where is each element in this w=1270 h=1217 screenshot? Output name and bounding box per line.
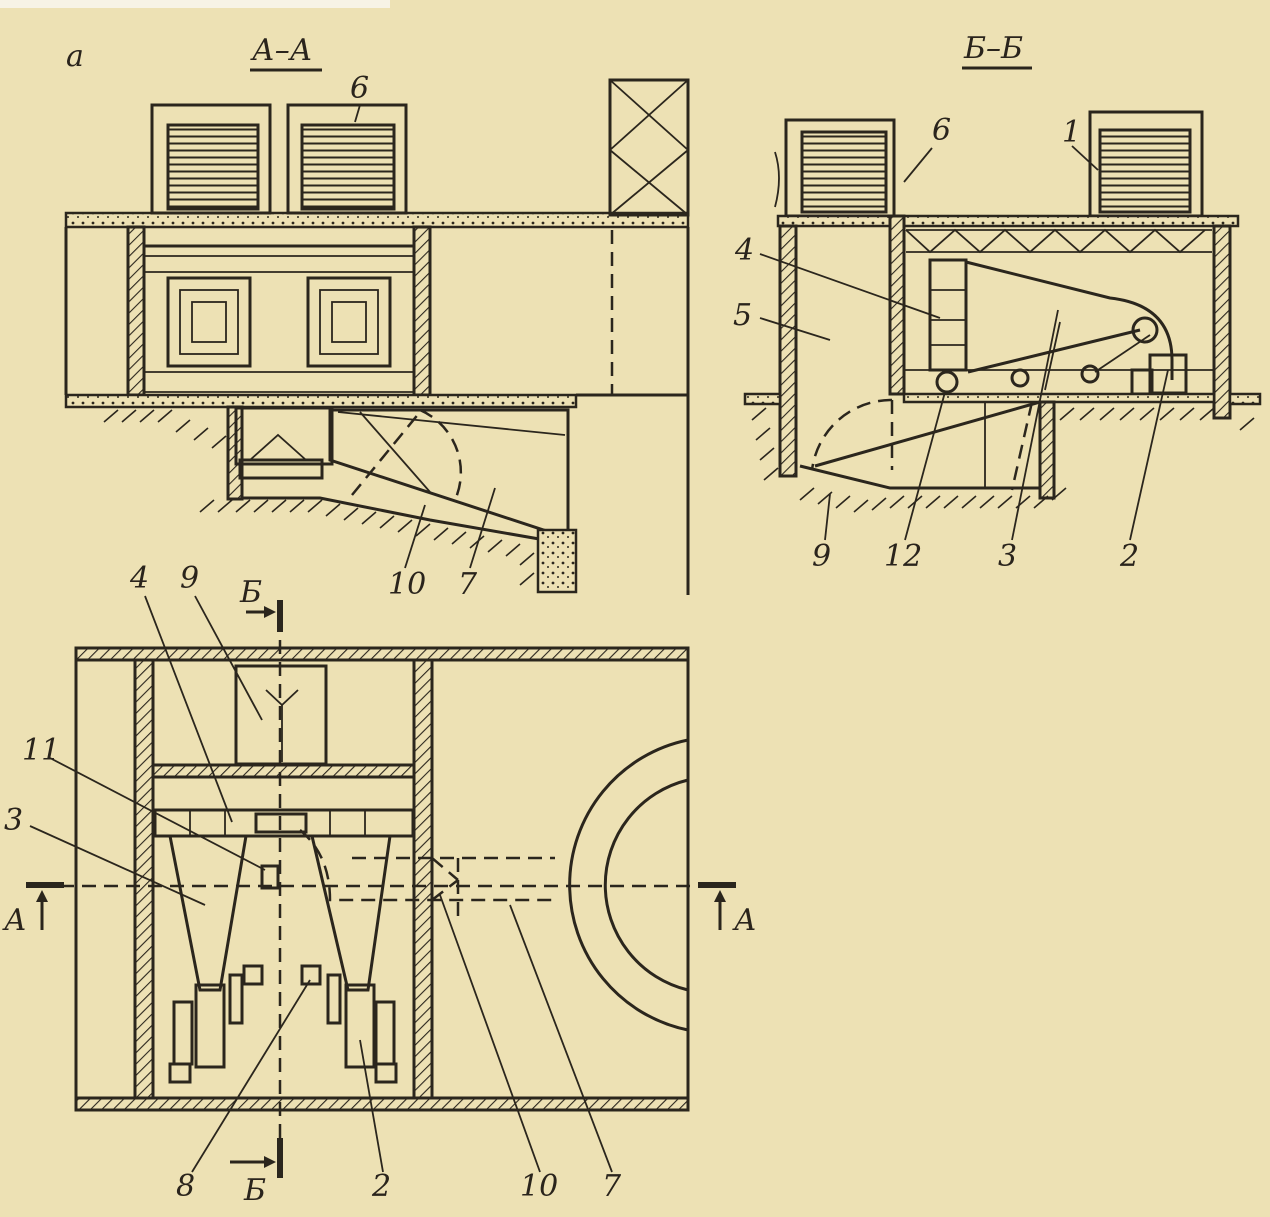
label-plan-10: 10 [520, 1169, 558, 1204]
bb-wall-right [1212, 224, 1232, 420]
label-aa-10: 10 [388, 567, 426, 602]
label-bb-5: 5 [733, 298, 752, 333]
plan-wall-bottom [74, 1096, 690, 1112]
label-bb-4: 4 [734, 233, 754, 268]
plan-partition [151, 763, 416, 779]
bb-floor [902, 392, 1216, 404]
foundation-block [536, 528, 578, 594]
label-plan-11: 11 [22, 733, 60, 768]
cut-mark-a-right: А [732, 903, 757, 938]
label-aa-6: 6 [350, 71, 369, 106]
chamber-wall-right [412, 225, 432, 397]
bb-duct-curve [810, 398, 893, 471]
soil-hatching-aa [103, 409, 535, 586]
plan-wall-top [74, 646, 690, 662]
pulley-12 [935, 370, 959, 394]
label-plan-8: 8 [176, 1169, 195, 1204]
unit-casing-right [286, 103, 408, 215]
label-plan-9: 9 [180, 561, 199, 596]
lattice-tower [608, 78, 690, 395]
fan-cone-3-left [168, 834, 248, 992]
label-bb-12: 12 [884, 539, 922, 574]
bb-pit-floor [799, 464, 1040, 490]
label-plan-3: 3 [4, 803, 23, 838]
cut-mark-b-top: Б [239, 575, 262, 610]
label-plan-7: 7 [602, 1169, 622, 1204]
label-bb-1: 1 [1062, 115, 1081, 150]
floor-slab [64, 393, 578, 409]
label-plan-2: 2 [371, 1169, 391, 1204]
fan-cone-3-right [310, 834, 392, 992]
soil-hatching-bb [751, 407, 1255, 513]
chamber-wall-left [126, 225, 146, 397]
motor-right [344, 983, 376, 1069]
section-aa-title: А–А [250, 33, 312, 68]
section-bb: Б–Б [733, 31, 1262, 574]
fan-unit-left [166, 276, 252, 368]
fan-wheel [1131, 316, 1159, 344]
label-bb-3: 3 [998, 539, 1017, 574]
unit-casing-left [150, 103, 272, 215]
cut-mark-a-left: А [2, 903, 27, 938]
label-bb-6: 6 [932, 113, 951, 148]
section-bb-title: Б–Б [963, 31, 1023, 66]
pit-chamber [234, 406, 334, 466]
air-handling-unit-6 [150, 103, 408, 215]
louver-left [166, 123, 260, 211]
round-chamber-inner [603, 778, 689, 992]
bb-roof-slab [776, 214, 1240, 228]
bearing-8 [300, 964, 322, 986]
label-bb-2: 2 [1119, 539, 1139, 574]
cut-mark-b-bottom: Б [243, 1173, 266, 1208]
panel-letter: а [66, 39, 84, 74]
plan-chamber-wall-right [412, 658, 434, 1100]
fan-unit-right [306, 276, 392, 368]
plan-chamber-wall-left [133, 658, 155, 1100]
section-aa: а А–А [64, 33, 690, 602]
filter-bank-4 [153, 808, 415, 838]
plan-view: А А Б Б 4 9 11 3 8 2 10 7 [2, 561, 757, 1208]
coupling-11 [260, 864, 280, 890]
roof-slab [64, 211, 690, 229]
label-bb-9: 9 [812, 539, 831, 574]
bb-pit-wall-right [1038, 400, 1056, 500]
motor-left [194, 983, 226, 1069]
label-aa-7: 7 [458, 567, 478, 602]
louver-right [300, 123, 396, 211]
bb-wall-left [778, 224, 798, 478]
label-plan-4: 4 [129, 561, 149, 596]
